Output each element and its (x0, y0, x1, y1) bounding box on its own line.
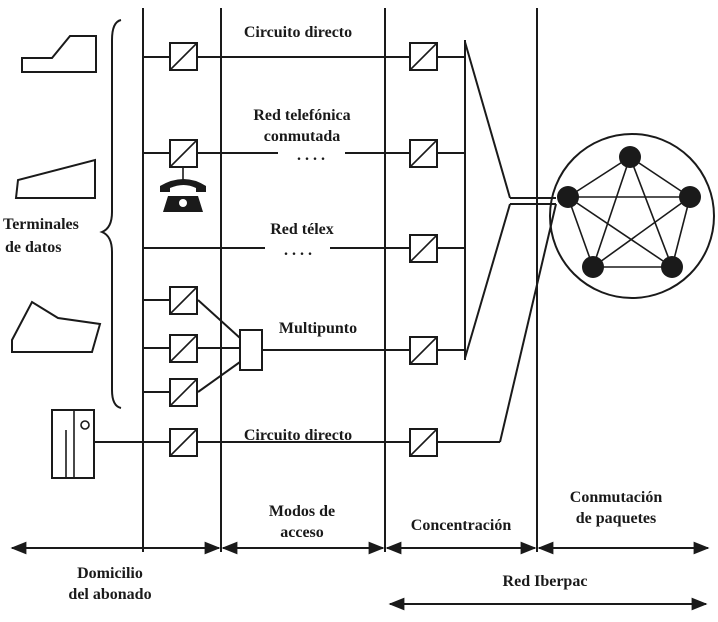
modem-icon (409, 234, 438, 263)
label-access-modes-1: Modos de (269, 503, 335, 520)
label-subscriber-premises-2: del abonado (68, 586, 151, 603)
network-node (661, 256, 683, 278)
label-packet-switching-1: Conmutación (570, 489, 663, 506)
trunk-lines (464, 41, 557, 443)
label-subscriber-premises-1: Domicilio (77, 565, 143, 582)
label-direct-circuit-top: Circuito directo (244, 24, 352, 41)
label-telex-network: Red télex (270, 221, 334, 238)
packet-switching-network (549, 133, 715, 299)
terminal-icon (11, 300, 102, 353)
modem-icon (409, 139, 438, 168)
span-arrows (10, 541, 710, 611)
modem-icon (169, 42, 198, 71)
modem-icon (409, 428, 438, 457)
terminal-icon (21, 35, 97, 73)
computer-cabinet-icon (51, 409, 95, 479)
network-node (557, 186, 579, 208)
label-data-terminals-2: de datos (5, 239, 61, 256)
network-node (679, 186, 701, 208)
multipoint-box (239, 329, 263, 371)
phone-dotted-gap: . . . . (297, 147, 325, 164)
modem-icon (169, 286, 198, 315)
label-access-modes-2: acceso (280, 524, 324, 541)
label-data-terminals-1: Terminales (3, 216, 79, 233)
label-iberpac-network: Red Iberpac (503, 573, 588, 590)
data-terminals (11, 35, 102, 479)
column-separators (142, 8, 538, 552)
network-circle (549, 133, 715, 299)
modem-icon (169, 334, 198, 363)
network-node (619, 146, 641, 168)
modems (169, 42, 438, 457)
label-direct-circuit-bottom: Circuito directo (244, 427, 352, 444)
modem-icon (409, 336, 438, 365)
modem-icon (169, 139, 198, 168)
label-multipoint: Multipunto (279, 320, 357, 337)
terminals-brace (99, 19, 122, 409)
label-concentration: Concentración (411, 517, 512, 534)
telephone-icon (160, 167, 206, 212)
telex-dotted-gap: . . . . (284, 242, 312, 259)
modem-icon (169, 378, 198, 407)
label-packet-switching-2: de paquetes (576, 510, 656, 527)
network-node (582, 256, 604, 278)
label-phone-network-2: conmutada (264, 128, 340, 145)
terminal-icon (14, 158, 96, 199)
modem-icon (169, 428, 198, 457)
label-phone-network-1: Red telefónica (253, 107, 350, 124)
modem-icon (409, 42, 438, 71)
